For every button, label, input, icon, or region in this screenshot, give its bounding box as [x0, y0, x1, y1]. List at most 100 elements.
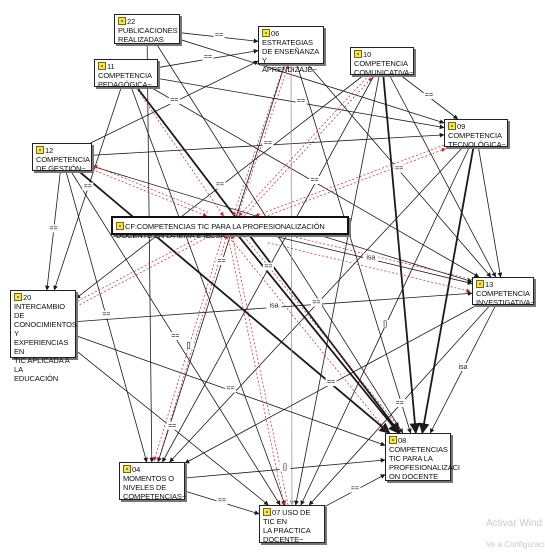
edge-label-background [100, 310, 112, 319]
node-text: 11 COMPETENCIA [98, 62, 152, 80]
edge-core-n12 [93, 165, 209, 213]
code-icon [448, 122, 456, 130]
edge-label-background [310, 298, 322, 307]
node-text: TECNOLÓGICA~ [448, 140, 506, 149]
edge-label: == [170, 97, 178, 104]
edge-label: [] [283, 464, 287, 471]
edge-label-background [216, 496, 228, 505]
edge-core-n08 [231, 239, 393, 439]
edge-label: == [264, 140, 272, 147]
edge-label-background [393, 164, 405, 173]
edge-n10-n07 [294, 74, 380, 506]
edge-n11-n08 [135, 86, 401, 434]
edge-label: == [312, 300, 320, 307]
family-icon [116, 222, 124, 230]
node-text: LA PRACTICA [263, 526, 311, 535]
node-competencia-tecnologica[interactable]: 09 COMPETENCIA TECNOLÓGICA~ [444, 119, 508, 149]
edge-label: == [204, 54, 212, 61]
edge-label-background [379, 320, 391, 328]
node-competencia-investigativa[interactable]: 13 COMPETENCIA INVESTIGATIVA~ [472, 277, 535, 307]
edge-label: isa [270, 302, 279, 309]
edge-label-background [48, 224, 60, 233]
node-competencia-pedagogica[interactable]: 11 COMPETENCIA PEDAGÓGICA~ [94, 59, 158, 89]
edge-label-background [214, 180, 226, 189]
node-text: TIC APLICADA A LA [14, 356, 70, 374]
node-text: DE GESTIÓN~ [36, 164, 86, 173]
edge-n09-core [254, 144, 445, 217]
edge-label-background [266, 301, 282, 310]
edge-label-background [168, 96, 180, 105]
node-text: PROFESIONALIZACI [389, 463, 460, 472]
code-icon [354, 50, 362, 58]
edge-label: == [218, 498, 226, 505]
edge-core-n13 [267, 242, 471, 293]
node-text: 07 USO DE TIC EN [263, 508, 311, 526]
edge-label: == [215, 32, 223, 39]
code-icon [123, 465, 131, 473]
edge-n12-core [91, 168, 208, 217]
edge-label-background [349, 484, 361, 493]
code-icon [36, 146, 44, 154]
node-competencia-gestion[interactable]: 12 COMPETENCIA DE GESTIÓN~ [32, 143, 92, 173]
code-icon [262, 29, 270, 37]
edge-n20-core [75, 234, 213, 307]
edge-n09-n13 [477, 146, 503, 278]
edge-label: == [425, 92, 433, 99]
node-text: CONOCIMIENTOS Y [14, 320, 77, 338]
edge-label: == [395, 166, 403, 173]
edge-label: == [168, 423, 176, 430]
node-text: COMUNICATIVA~ [354, 68, 414, 77]
node-text: APRENDIZAJE~ [262, 65, 317, 74]
node-core-family[interactable]: CF:COMPETENCIAS TIC PARA LA PROFESIONALI… [111, 216, 349, 240]
node-text: 13 COMPETENCIA [476, 280, 530, 298]
node-text: 06 ESTRATEGIAS [262, 29, 313, 47]
node-text: PEDAGÓGICA~ [98, 80, 152, 89]
node-text: INVESTIGATIVA~ [476, 298, 535, 307]
edge-label-background [262, 262, 274, 271]
edge-label: [] [187, 342, 191, 349]
node-text: EXPERIENCIAS EN [14, 338, 69, 356]
node-text: 20 INTERCAMBIO [14, 293, 65, 311]
node-uso-tic-practica[interactable]: 07 USO DE TIC EN LA PRACTICA DOCENTE~ [259, 505, 325, 544]
edge-label: [] [383, 321, 387, 328]
code-icon [98, 62, 106, 70]
node-text: 04 MOMENTOS O [123, 465, 174, 483]
edge-n22-n09 [179, 39, 445, 124]
node-text: COMPETENCIAS~ [123, 492, 187, 501]
node-text: NIVELES DE [123, 483, 167, 492]
node-text: REALIZADAS [118, 35, 164, 44]
edge-n10-n08 [382, 74, 421, 435]
node-text: EDUCACIÓN [14, 374, 59, 383]
edge-label: == [171, 333, 179, 340]
edge-label-background [423, 91, 435, 99]
edge-n12-n08 [78, 170, 391, 434]
edge-n09-n08 [418, 146, 475, 435]
node-competencias-tic-profesionalizacion[interactable]: 08 COMPETENCIAS TIC PARA LA PROFESIONALI… [385, 433, 460, 481]
edge-label-background [295, 97, 307, 105]
edge-n08-core [240, 232, 402, 431]
code-icon [118, 17, 126, 25]
node-text: 22 PUBLICACIONES [118, 17, 178, 35]
edge-n06-n08 [296, 63, 412, 434]
edge-label: == [102, 312, 110, 319]
node-publicaciones-realizadas[interactable]: 22 PUBLICACIONES REALIZADAS [114, 14, 180, 44]
node-text: 12 COMPETENCIA [36, 146, 90, 164]
edge-label-background [455, 363, 471, 371]
edge-label-background [216, 257, 227, 265]
edge-label-background [202, 53, 214, 62]
edge-label-background [363, 253, 379, 262]
edge-label: == [226, 386, 234, 393]
node-intercambio-conocimientos[interactable]: 20 INTERCAMBIO DE CONOCIMIENTOS Y EXPERI… [10, 290, 77, 383]
node-competencia-comunicativa[interactable]: 10 COMPETENCIA COMUNICATIVA~ [350, 47, 414, 77]
code-icon [389, 436, 397, 444]
edge-core-n04 [153, 233, 224, 462]
edge-n04-core [157, 234, 229, 463]
node-text: ON DOCENTE [389, 472, 439, 481]
edge-label-background [225, 384, 236, 393]
node-estrategias-ensenanza[interactable]: 06 ESTRATEGIAS DE ENSEÑANZA Y APRENDIZAJ… [258, 26, 324, 74]
code-icon [14, 293, 22, 301]
node-momentos-niveles[interactable]: 04 MOMENTOS O NIVELES DE COMPETENCIAS~ [119, 462, 187, 501]
node-text: TIC PARA LA [389, 454, 433, 463]
edge-n22-n04 [146, 43, 155, 463]
edge-label-background [213, 31, 225, 39]
